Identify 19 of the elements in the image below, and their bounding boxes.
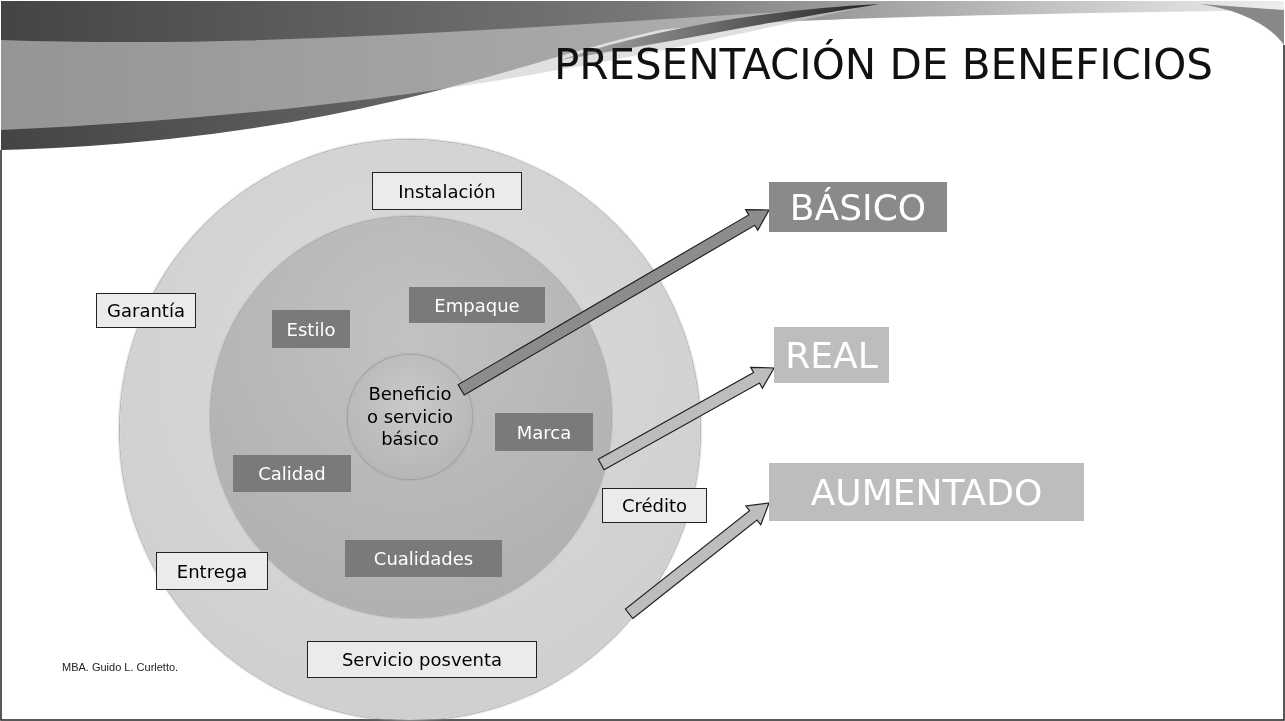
label-box: Calidad xyxy=(233,455,351,492)
level-box: BÁSICO xyxy=(769,182,947,232)
block-arrow xyxy=(597,366,775,471)
label-box: Marca xyxy=(495,413,593,451)
label-box: Instalación xyxy=(372,172,522,210)
label-box: Estilo xyxy=(272,310,350,348)
label-box: Garantía xyxy=(96,293,196,328)
label-box: Servicio posventa xyxy=(307,641,537,678)
slide-title: PRESENTACIÓN DE BENEFICIOS xyxy=(553,40,1213,89)
label-box: Crédito xyxy=(602,488,707,523)
author-note: MBA. Guido L. Curletto. xyxy=(62,661,179,673)
label-box: Entrega xyxy=(156,552,268,590)
level-box: AUMENTADO xyxy=(769,463,1084,521)
label-box: Empaque xyxy=(409,287,545,323)
block-arrow xyxy=(624,502,770,620)
level-box: REAL xyxy=(774,327,889,383)
block-arrow xyxy=(457,209,770,396)
core-text: Beneficio o servicio básico xyxy=(365,383,455,451)
label-box: Cualidades xyxy=(345,540,502,577)
